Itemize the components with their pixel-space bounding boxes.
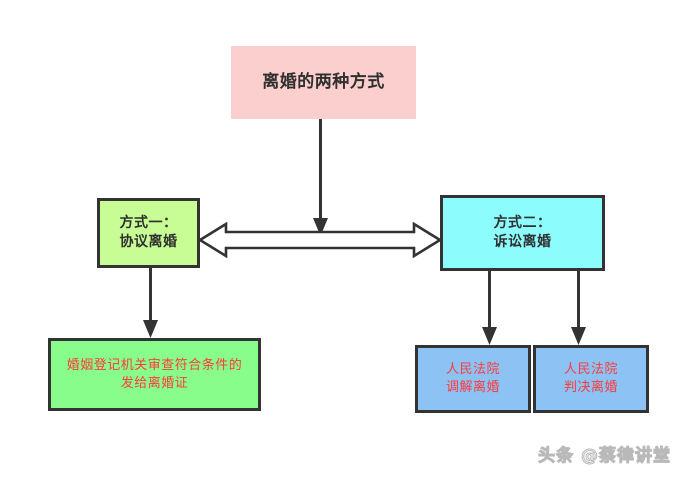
connector-method-one-to-registry xyxy=(143,268,158,338)
bidirectional-split-arrow xyxy=(197,221,443,259)
node-registry-outcome: 婚姻登记机关审查符合条件的 发给离婚证 xyxy=(48,338,261,411)
node-method-two: 方式二： 诉讼离婚 xyxy=(440,195,605,271)
node-court-mediation: 人民法院 调解离婚 xyxy=(415,345,531,413)
node-title: 离婚的两种方式 xyxy=(231,46,416,119)
node-method-one: 方式一： 协议离婚 xyxy=(97,198,200,268)
connector-method-two-to-judgment xyxy=(571,271,586,345)
connector-method-two-to-mediation xyxy=(482,271,497,345)
connector-title-to-split xyxy=(313,119,328,236)
node-court-judgment: 人民法院 判决离婚 xyxy=(533,345,649,413)
watermark: 头条 @蔡律讲堂 xyxy=(538,446,671,467)
